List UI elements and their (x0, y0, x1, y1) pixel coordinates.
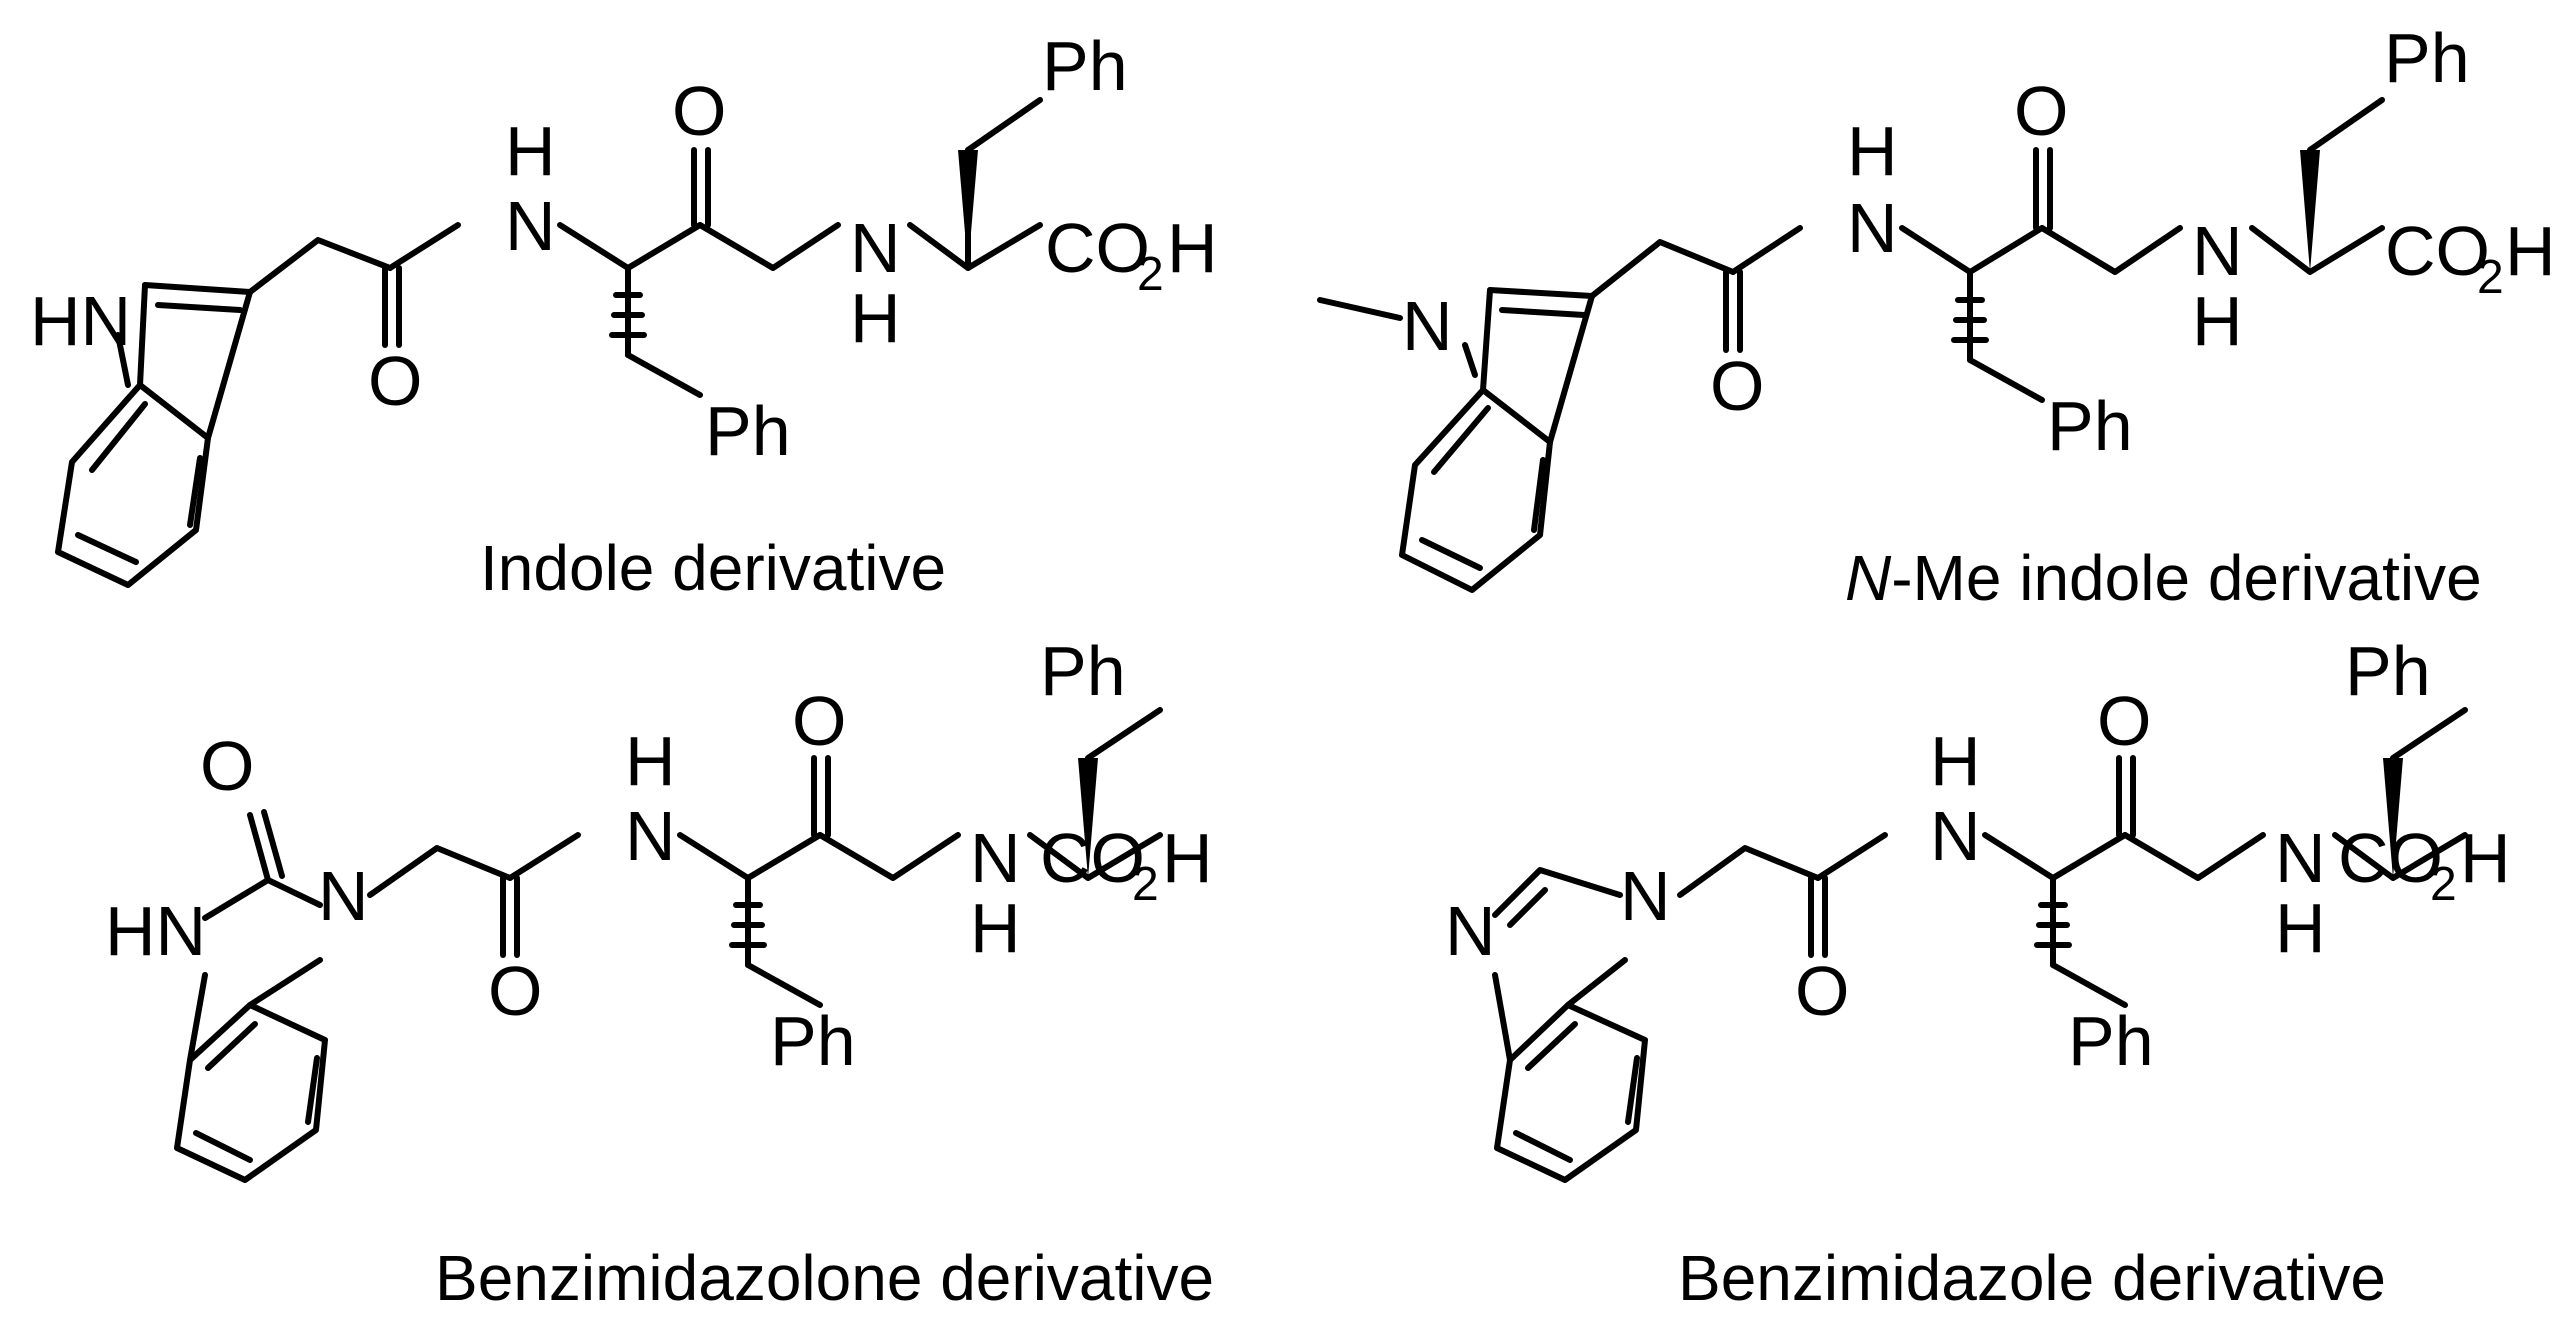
nh2-n-label: N (970, 819, 1021, 897)
nme-chain-bonds (1589, 97, 2385, 403)
carbonyl-o-label: O (2097, 682, 2151, 760)
nh2-h-label: H (2192, 282, 2243, 360)
acid-co-label: CO (1045, 209, 1150, 287)
ph-top-label: Ph (2384, 19, 2470, 97)
acid-h-label: H (2505, 212, 2556, 290)
nh2-n-label: N (2192, 212, 2243, 290)
acid-h-label: H (2460, 819, 2511, 897)
amide-o-label: O (1795, 952, 1849, 1030)
benzimidazole-ring-bonds (1492, 867, 1648, 1183)
nh-n-label: N (625, 797, 676, 875)
peptide-chain-bonds (247, 97, 1043, 398)
nh-h-label: H (1847, 112, 1898, 190)
acid-subscript: 2 (2430, 858, 2457, 911)
nh2-h-label: H (850, 279, 901, 357)
nh-h-label: H (505, 112, 556, 190)
nh-h-label: H (625, 722, 676, 800)
benzimidazolone-chain-bonds (367, 707, 1163, 1008)
molecule-benzimidazolone-derivative: O HN N H N O O N H CO 2 H Ph Ph Benzimid… (105, 632, 1214, 1314)
caption-italic-n: N (1845, 542, 1892, 614)
caption-indole: Indole derivative (480, 532, 946, 604)
molecule-indole-derivative: HN H N O O N H CO 2 H Ph Ph Indole deriv… (30, 27, 1218, 604)
nh-n-label: N (1847, 189, 1898, 267)
hn-label: HN (30, 282, 131, 360)
ph-top-label: Ph (2345, 632, 2431, 710)
ph-bottom-label: Ph (770, 1002, 856, 1080)
nh-n-label: N (505, 187, 556, 265)
caption-nme-indole: N-Me indole derivative (1845, 542, 2482, 614)
benzimidazolone-atom-labels: O HN N H N O O N H CO 2 H Ph Ph (105, 632, 1213, 1080)
nme-atom-labels: N H N O O N H CO 2 H Ph Ph (1402, 19, 2556, 465)
ph-top-label: Ph (1042, 27, 1128, 105)
ph-bottom-label: Ph (705, 392, 791, 470)
ph-top-label: Ph (1040, 632, 1126, 710)
nh2-h-label: H (2275, 889, 2326, 967)
carbonyl-o-label: O (2014, 72, 2068, 150)
acid-h-label: H (1167, 209, 1218, 287)
benzimidazole-atom-labels: N N H N O O N H CO 2 H Ph Ph (1445, 632, 2511, 1080)
nh-n-label: N (1930, 797, 1981, 875)
n-ring-label: N (318, 857, 369, 935)
acid-co-label: CO (1040, 819, 1145, 897)
molecule-benzimidazole-derivative: N N H N O O N H CO 2 H Ph Ph Benzimidazo… (1445, 632, 2511, 1314)
benzimidazole-chain-bonds (1677, 707, 2468, 1008)
hn-label: HN (105, 892, 206, 970)
carbonyl-o-label: O (792, 682, 846, 760)
nh2-h-label: H (970, 889, 1021, 967)
caption-benzimidazole: Benzimidazole derivative (1678, 1242, 2386, 1314)
ph-bottom-label: Ph (2068, 1002, 2154, 1080)
nme-ring-bonds (1317, 287, 1595, 593)
amide-o-label: O (1710, 347, 1764, 425)
amide-o-label: O (488, 952, 542, 1030)
acid-h-label: H (1162, 819, 1213, 897)
benzimidazolone-ring-bonds (174, 809, 328, 1183)
ph-bottom-label: Ph (2047, 387, 2133, 465)
acid-co-label: CO (2338, 819, 2443, 897)
carbonyl-o-ring-label: O (200, 727, 254, 805)
molecule-nme-indole-derivative: N H N O O N H CO 2 H Ph Ph N-Me indole d… (1317, 19, 2556, 614)
n-left-label: N (1445, 892, 1496, 970)
acid-subscript: 2 (2477, 251, 2504, 304)
carbonyl-o-label: O (672, 72, 726, 150)
amide-o-label: O (368, 342, 422, 420)
nh-h-label: H (1930, 722, 1981, 800)
acid-subscript: 2 (1132, 858, 1159, 911)
nh2-n-label: N (2275, 819, 2326, 897)
acid-co-label: CO (2385, 212, 2490, 290)
acid-subscript: 2 (1137, 248, 1164, 301)
indole-ring-bonds (55, 282, 253, 588)
n-ring-label: N (1402, 287, 1453, 365)
indole-atom-labels: HN H N O O N H CO 2 H Ph Ph (30, 27, 1218, 470)
n-ring-label: N (1620, 857, 1671, 935)
nh2-n-label: N (850, 209, 901, 287)
caption-benzimidazolone: Benzimidazolone derivative (435, 1242, 1214, 1314)
caption-rest: -Me indole derivative (1891, 542, 2482, 614)
